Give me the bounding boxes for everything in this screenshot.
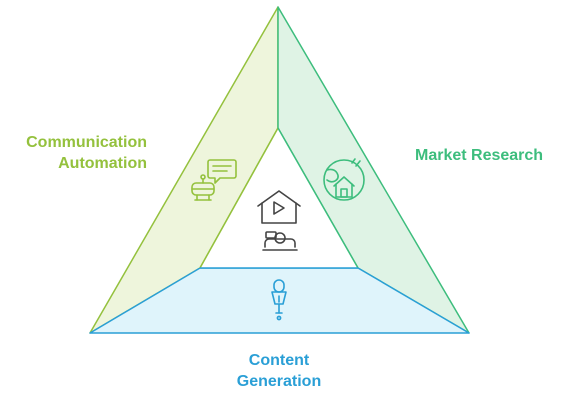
globe-house-icon [323, 158, 365, 201]
label-line: Generation [236, 373, 322, 390]
label-content-generation: Content Generation [200, 350, 358, 392]
label-market-research: Market Research [415, 145, 543, 166]
label-communication-automation: Communication Automation [8, 132, 147, 174]
label-line: Content [248, 352, 310, 369]
label-line: Communication [26, 134, 147, 151]
label-line: Market Research [415, 147, 544, 164]
center-triangle [200, 128, 358, 268]
label-line: Automation [58, 155, 147, 172]
pen-icon [271, 279, 287, 321]
house-video-person-icon [257, 190, 301, 251]
robot-chat-icon [191, 159, 237, 201]
